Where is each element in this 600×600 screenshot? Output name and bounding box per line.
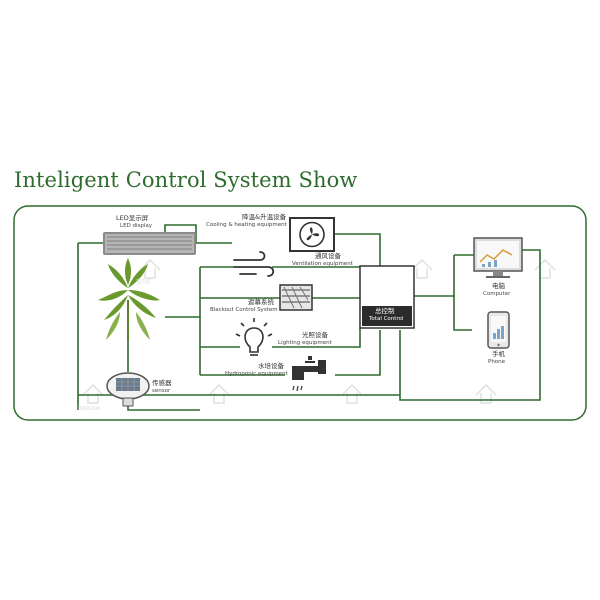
phone-label-zh: 手机 — [492, 350, 505, 358]
hydroponic-label-en: Hydroponic equipment — [225, 371, 288, 377]
total-control-box — [359, 265, 415, 329]
phone-label-en: Phone — [488, 359, 506, 365]
total-control-label-en: Total Control — [369, 316, 404, 322]
fan-icon — [289, 217, 335, 252]
cooling-heating-label-en: Cooling & heating equipment — [206, 222, 287, 228]
faucet-icon — [292, 356, 326, 392]
blackout-label-en: Blackout Control System — [210, 307, 278, 313]
lightbulb-icon — [235, 318, 273, 356]
connection-lines — [77, 224, 541, 411]
computer-label-zh: 电脑 — [492, 282, 505, 290]
blackout-label-zh: 遮幕系统 — [248, 298, 274, 306]
total-control-label-zh: 总控制 — [375, 307, 395, 315]
plant-icon — [98, 258, 160, 340]
ventilation-label-en: Ventilation equipment — [292, 261, 353, 267]
led-display-icon — [103, 232, 196, 255]
cooling-heating-label-zh: 降温&升温设备 — [242, 213, 287, 221]
led-display-label-zh: LED显示屏 — [116, 214, 149, 222]
hydroponic-label-zh: 水培设备 — [258, 362, 284, 370]
watermark-text: 宝力达 — [136, 279, 152, 285]
sensor-label-zh: 传感器 — [152, 379, 172, 387]
computer-icon — [473, 237, 523, 278]
lighting-label-zh: 光照设备 — [302, 331, 328, 339]
watermark-logos — [82, 259, 556, 404]
diagram-title: Inteligent Control System Show — [14, 168, 358, 192]
sensor-icon — [106, 372, 150, 407]
ventilation-label-zh: 通风设备 — [315, 252, 341, 260]
diagram-frame — [13, 205, 587, 421]
phone-icon — [487, 311, 510, 349]
lighting-label-en: Lighting equipment — [278, 340, 332, 346]
watermark-brand: BAOLIDA — [78, 406, 101, 412]
wind-icon — [233, 251, 275, 277]
computer-label-en: Computer — [483, 291, 511, 297]
sensor-label-en: sensor — [152, 388, 171, 394]
curtain-icon — [279, 284, 313, 311]
led-display-label-en: LED display — [120, 223, 153, 229]
